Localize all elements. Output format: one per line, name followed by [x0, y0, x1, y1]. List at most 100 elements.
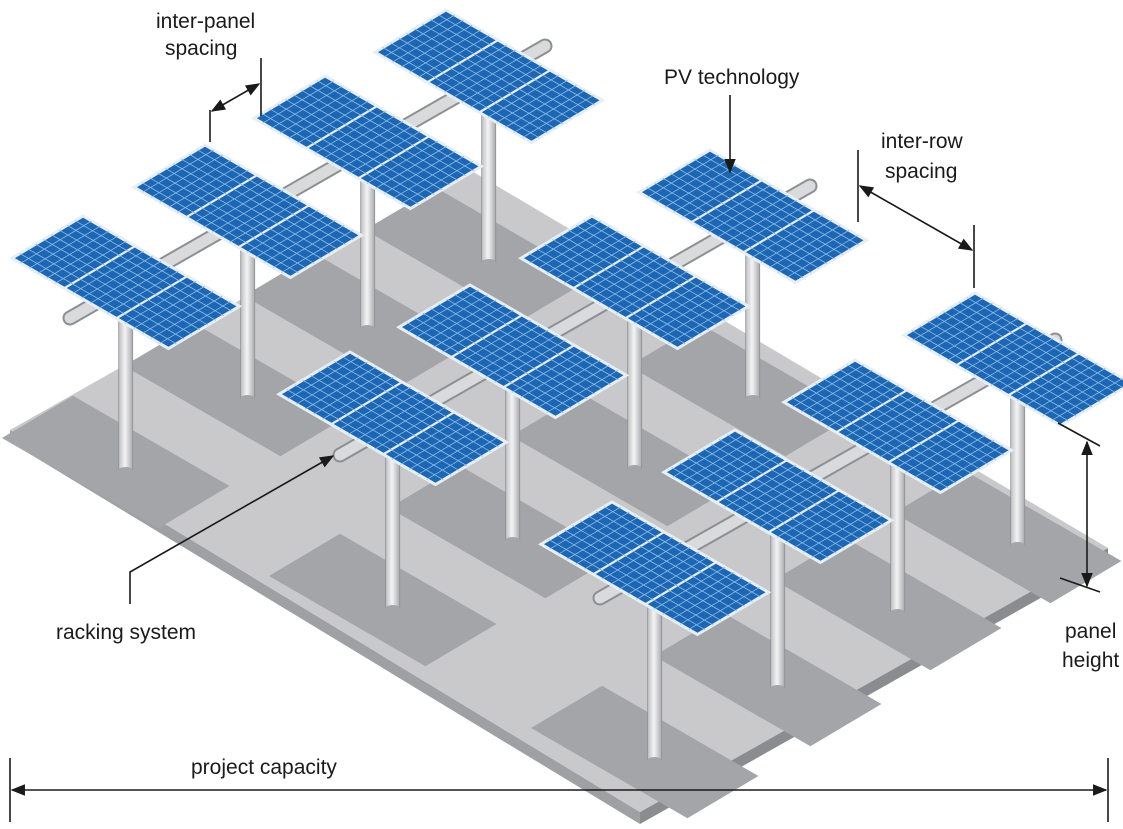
panel-cell-line [741, 474, 814, 518]
pole-base [1010, 542, 1025, 548]
panel-cell-line [390, 42, 548, 134]
panel-cell-line [576, 225, 733, 317]
pole-base [240, 395, 255, 401]
panel-cell-line [63, 245, 136, 290]
panel-shadow [510, 393, 739, 527]
panel-cell-line [98, 265, 171, 309]
panel-cell-line [470, 64, 542, 108]
panel-cell-line [181, 158, 338, 250]
panel-cell-line [357, 135, 430, 180]
panel-cell-line [584, 526, 656, 570]
panel-cell-line [400, 24, 473, 68]
panel-cell-line [522, 94, 594, 138]
panel-cell-line [382, 47, 540, 139]
panel-cell-line [301, 89, 458, 181]
panel-cell-line [302, 379, 460, 471]
panel-cell-line [294, 384, 452, 476]
panel-cell-line [409, 426, 481, 470]
panel-cell-line [520, 354, 592, 398]
panel-cell-line [801, 369, 873, 413]
panel-cell-line [564, 240, 636, 284]
panel-cell-line [272, 224, 345, 268]
panel-cell-line [189, 154, 346, 246]
panel-cell-line [168, 164, 240, 208]
project-capacity-label: project capacity [191, 756, 337, 779]
panel-cell-line [719, 439, 876, 531]
panel-cell-line [927, 320, 1085, 412]
panel-cell-line [844, 394, 917, 438]
panel-cell-line [794, 504, 866, 548]
panel-cell-line [827, 384, 899, 428]
panel-cell-line [601, 536, 674, 580]
panel-cell-line [572, 525, 730, 617]
panel-cell-line [271, 85, 343, 129]
panel-cell-line [694, 159, 851, 251]
panel-cell-line [839, 369, 996, 461]
panel-cell-line [264, 219, 336, 263]
panel-cell-line [422, 312, 580, 404]
panel-cell-line [922, 439, 995, 483]
panel-cell-line [670, 173, 828, 265]
panel-cell-line [627, 551, 700, 595]
panel-cell-line [426, 39, 499, 84]
panel-cell-line [536, 248, 694, 340]
panel-cell-line [572, 245, 645, 290]
panel-cell-line [646, 187, 804, 279]
panel-cell-line [285, 99, 443, 191]
panel-cell-line [955, 322, 1028, 367]
panel-shadows [1, 187, 1122, 819]
panel-cell-line [348, 391, 420, 435]
panel-cell-line [461, 59, 534, 103]
panel-cell-line [365, 401, 438, 445]
panel-cell-line [734, 204, 806, 248]
panel-cell-line [281, 229, 353, 273]
panel-cell-line [647, 154, 719, 198]
inter-panel-spacing-label-line1: inter-panel [156, 10, 255, 33]
panel-cell-line [592, 531, 665, 576]
pole-base [481, 259, 496, 265]
panel-cell-line [157, 172, 315, 264]
panel-cell-line [785, 499, 857, 543]
panel-cell-line [580, 520, 738, 612]
panel-cell-line [607, 265, 680, 309]
panel-cell-line [846, 364, 1004, 456]
panel-cell-line [51, 234, 209, 326]
panel-cell-line [383, 14, 455, 58]
panel-cell-line [546, 369, 618, 413]
panel-cell-line [760, 219, 832, 263]
panel-cell-line [341, 356, 499, 448]
panel-shadow [1, 395, 230, 529]
panel-cell-line [642, 285, 714, 329]
panel-cell-line [417, 431, 490, 475]
panel-cell-line [725, 199, 798, 243]
panel-cell-line [651, 290, 723, 334]
panel-shadow [123, 323, 352, 457]
panel-height-tick-bottom [1059, 577, 1101, 593]
panel-cell-line [673, 169, 745, 213]
panel-cell-line [679, 581, 752, 625]
panel-cell-line [435, 44, 508, 88]
panel-cell-line [959, 302, 1116, 394]
panel-cell-line [433, 304, 505, 348]
panel-cell-line [59, 229, 216, 321]
panel-cell-line [931, 444, 1003, 488]
panel-cell-line [159, 300, 231, 344]
panel-cell-line [196, 149, 354, 241]
panel-cell-line [1051, 377, 1123, 421]
panel-shadow [653, 613, 882, 747]
panel-cell-line [89, 260, 162, 304]
panel-cell-line [340, 125, 413, 169]
panel-cell-line [733, 469, 805, 513]
solar-panel [537, 500, 772, 637]
solar-panel [275, 350, 510, 487]
panel-cell-line [288, 95, 360, 139]
panel-cell-line [699, 184, 772, 228]
panel-cell-line [750, 479, 823, 523]
solar-panel [130, 143, 365, 280]
panel-cell-line [566, 516, 639, 560]
panel-cell-line [818, 379, 890, 423]
panel-cell-line [1025, 362, 1097, 406]
panel-cell-line [115, 275, 188, 320]
panel-cell-line [668, 300, 740, 344]
